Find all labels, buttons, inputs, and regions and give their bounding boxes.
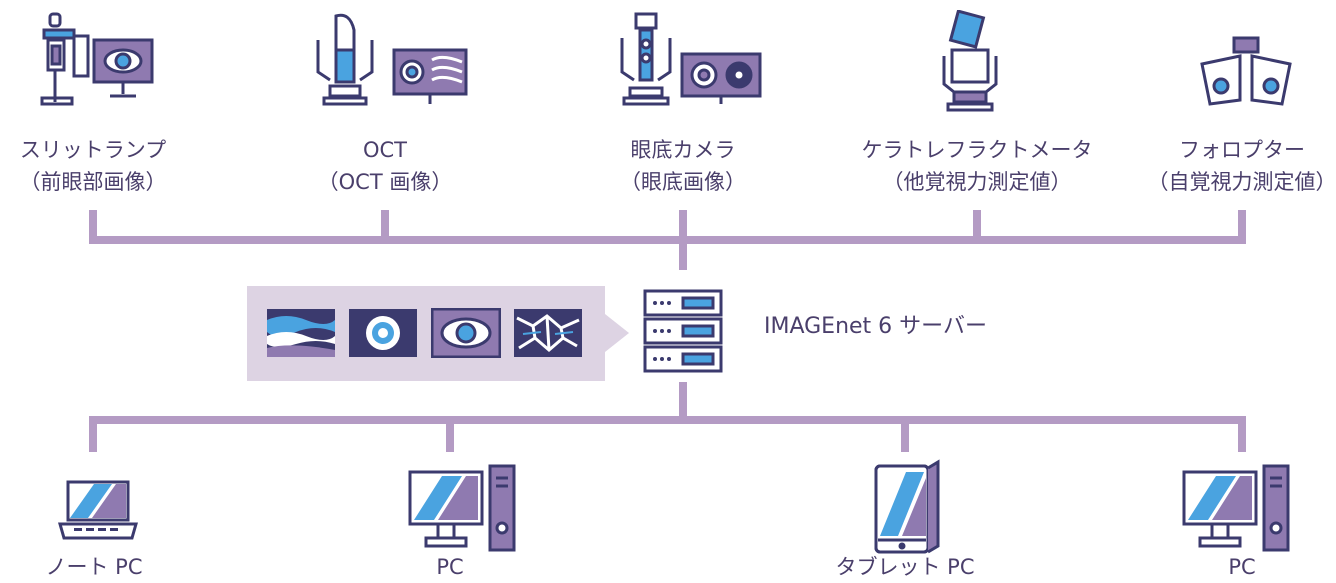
keratorefractometer-icon (942, 10, 998, 112)
device-drop-line (89, 210, 97, 240)
fundus-camera-icon (620, 12, 762, 106)
device-label: ケラトレフラクトメータ （他覚視力測定値） (862, 134, 1093, 198)
device-label: OCT （OCT 画像） (318, 134, 453, 198)
panel-arrow (605, 314, 629, 352)
client-drop-line (446, 416, 454, 452)
anterior-eye-image-icon (349, 309, 417, 357)
client-drop-line (1238, 416, 1246, 452)
laptop-icon (58, 480, 138, 540)
device-drop-line (973, 210, 981, 240)
device-label: フォロプター （自覚視力測定値） (1148, 134, 1336, 198)
slit-lamp-icon (40, 12, 154, 106)
server-label: IMAGEnet 6 サーバー (764, 314, 987, 339)
device-output: （他覚視力測定値） (882, 170, 1072, 194)
client-label: PC (436, 555, 464, 579)
client-drop-line (89, 416, 97, 452)
device-label: 眼底カメラ （眼底画像） (620, 134, 746, 198)
device-name: フォロプター (1179, 138, 1305, 162)
device-output: （OCT 画像） (317, 170, 453, 194)
device-name: 眼底カメラ (630, 138, 736, 162)
device-drop-line (381, 210, 389, 240)
device-output: （前眼部画像） (19, 170, 167, 194)
device-drop-line (1238, 210, 1246, 240)
client-label: PC (1228, 555, 1256, 579)
client-label: タブレット PC (835, 555, 975, 579)
phoropter-icon (1200, 36, 1292, 106)
bottom-bus-line (89, 416, 1246, 424)
server-icon (643, 289, 723, 373)
desktop-pc-icon (408, 464, 516, 552)
vessel-image-icon (514, 309, 582, 357)
tablet-icon (874, 459, 940, 554)
device-label: スリットランプ （前眼部画像） (20, 134, 167, 198)
client-label: ノート PC (45, 555, 143, 579)
device-output: （自覚視力測定値） (1147, 170, 1336, 194)
device-name: スリットランプ (19, 138, 167, 162)
device-name: ケラトレフラクトメータ (861, 138, 1093, 162)
device-output: （眼底画像） (620, 170, 746, 194)
oct-wave-image-icon (267, 309, 335, 357)
oct-icon (316, 13, 468, 106)
device-name: OCT (362, 138, 408, 162)
server-down-line (679, 382, 687, 420)
desktop-pc-icon (1182, 464, 1290, 552)
top-bus-line (89, 236, 1246, 244)
client-drop-line (901, 416, 909, 452)
device-drop-line (679, 210, 687, 270)
eye-image-icon (431, 308, 501, 358)
